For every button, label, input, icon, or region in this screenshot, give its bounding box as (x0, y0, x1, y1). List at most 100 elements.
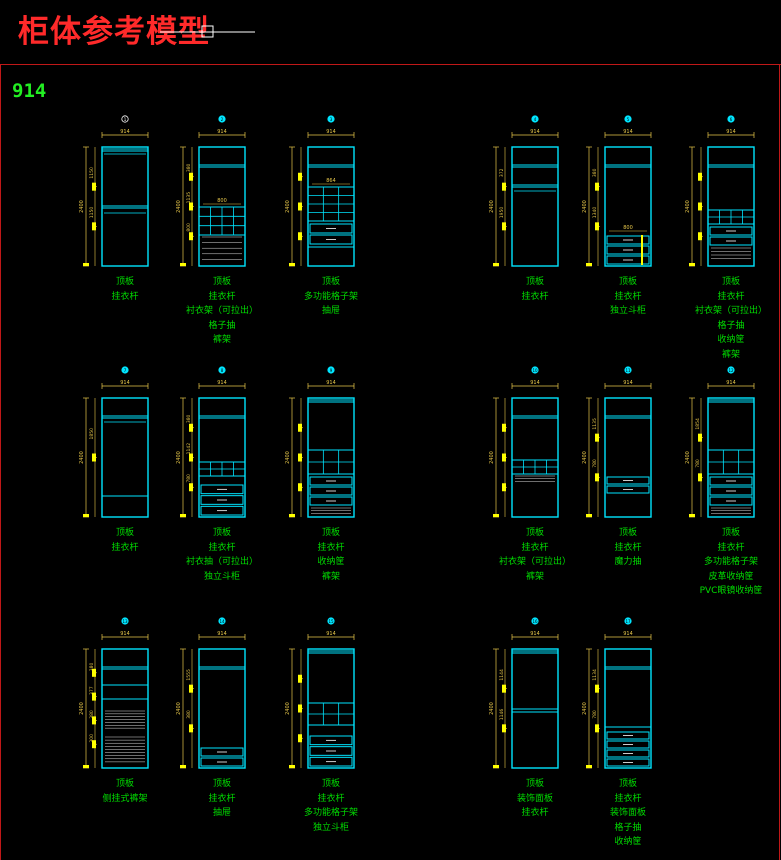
cabinet-description-11: 顶板挂衣杆魔力抽 (553, 526, 703, 570)
cabinet-description-line: 顶板 (115, 277, 134, 287)
dimension-marker (502, 684, 506, 693)
cabinet-description-line: 魔力抽 (614, 557, 642, 568)
cabinet-id-label: 17 (625, 619, 631, 624)
cabinet-id-label: 9 (330, 368, 333, 373)
base-marker (289, 514, 295, 517)
cabinet-segment-dimension: 1854 (695, 418, 701, 430)
dimension-marker (502, 222, 506, 231)
cabinet-id-label: 3 (330, 117, 333, 122)
cabinet-segment-dimension: 372 (499, 168, 505, 177)
cabinet-segment-dimension: 377 (89, 686, 95, 695)
cabinet-width-dimension: 914 (326, 631, 336, 637)
cabinet-segment-dimension: 1950 (499, 207, 505, 219)
cabinet-description-line: 顶板 (212, 779, 231, 789)
cabinet-id-bubble (121, 366, 129, 374)
cabinet-outline (707, 397, 755, 518)
frame-top-border (0, 64, 781, 65)
cabinet-width-dimension: 914 (217, 380, 227, 386)
cabinet-outline (511, 146, 559, 267)
cabinet-id-bubble (121, 617, 129, 625)
cabinet-segment-dimension: 780 (186, 474, 192, 483)
base-marker (493, 263, 499, 266)
cabinet-description-line: 挂衣杆 (614, 793, 642, 804)
cabinet-description-line: 格子抽 (717, 320, 745, 331)
dimension-marker (92, 692, 96, 701)
cabinet-description-7: 顶板挂衣杆 (50, 526, 200, 555)
dimension-marker (298, 172, 302, 181)
base-marker (689, 263, 695, 266)
dimension-marker (698, 232, 702, 241)
cabinet-description-line: 顶板 (115, 528, 134, 538)
cabinet-description-line: 挂衣杆 (521, 808, 549, 819)
cabinet-description-line: 多功能格子架 (703, 557, 758, 568)
base-marker (586, 514, 592, 517)
dimension-marker (92, 453, 96, 462)
cabinet-description-4: 顶板挂衣杆 (460, 275, 610, 304)
dimension-marker (189, 202, 193, 211)
cabinet-id-bubble (218, 115, 226, 123)
cabinet-id-bubble (531, 115, 539, 123)
cabinet-description-15: 顶板挂衣杆多功能格子架独立斗柜 (256, 777, 406, 835)
cabinet-id-label: 8 (221, 368, 224, 373)
dimension-marker (298, 704, 302, 713)
frame-left-border (0, 64, 1, 860)
cabinet-outline (101, 397, 149, 518)
cabinet-segment-dimension: 380 (186, 414, 192, 423)
cabinet-id-bubble (624, 115, 632, 123)
dimension-marker (189, 172, 193, 181)
cabinet-width-dimension: 914 (530, 129, 540, 135)
cabinet-description-14: 顶板挂衣杆抽屉 (147, 777, 297, 821)
cabinet-id-bubble (121, 115, 129, 123)
dimension-marker (189, 724, 193, 733)
cabinet-description-9: 顶板挂衣杆收纳筐裤架 (256, 526, 406, 584)
cabinet-outline (707, 146, 755, 267)
cabinet-segment-dimension: 1135 (186, 192, 192, 204)
cabinet-id-label: 15 (328, 619, 334, 624)
cabinet-width-dimension: 914 (623, 380, 633, 386)
dimension-marker (92, 716, 96, 725)
dimension-marker (92, 740, 96, 749)
sheet-code: 914 (12, 80, 47, 102)
cabinet-outline (604, 146, 652, 267)
cabinet-id-bubble (624, 366, 632, 374)
cabinet-width-dimension: 914 (120, 631, 130, 637)
cabinet-description-line: 顶板 (618, 779, 637, 789)
dimension-marker (189, 423, 193, 432)
cabinet-id-label: 16 (532, 619, 538, 624)
cabinet-height-dimension: 2400 (685, 451, 691, 464)
cabinet-description-line: 顶板 (212, 277, 231, 287)
cabinet-height-dimension: 2400 (176, 451, 182, 464)
cabinet-description-line: 抽屉 (321, 306, 340, 317)
base-marker (83, 263, 89, 266)
cabinet-description-line: 顶板 (721, 277, 740, 287)
cabinet-description-17: 顶板挂衣杆装饰面板格子抽收纳筐 (553, 777, 703, 850)
cabinet-segment-dimension: 780 (695, 459, 701, 468)
cabinet-description-6: 顶板挂衣杆衬衣架（可拉出）格子抽收纳筐裤架 (656, 275, 781, 363)
cabinet-outline (307, 397, 355, 518)
cabinet-description-line: 挂衣杆 (717, 291, 745, 302)
cabinet-width-dimension: 914 (120, 129, 130, 135)
cabinet-height-dimension: 2400 (685, 200, 691, 213)
cabinet-description-line: 收纳筐 (614, 837, 642, 848)
cabinet-height-dimension: 2400 (582, 702, 588, 715)
cabinet-id-bubble (218, 617, 226, 625)
cabinet-description-line: 顶板 (618, 528, 637, 538)
base-marker (289, 263, 295, 266)
cabinet-description-line: 挂衣杆 (208, 542, 236, 553)
cabinet-id-bubble (624, 617, 632, 625)
dimension-marker (298, 734, 302, 743)
dimension-marker (189, 232, 193, 241)
base-marker (493, 514, 499, 517)
cabinet-segment-dimension: 380 (89, 662, 95, 671)
cabinet-segment-dimension: 1150 (89, 207, 95, 219)
